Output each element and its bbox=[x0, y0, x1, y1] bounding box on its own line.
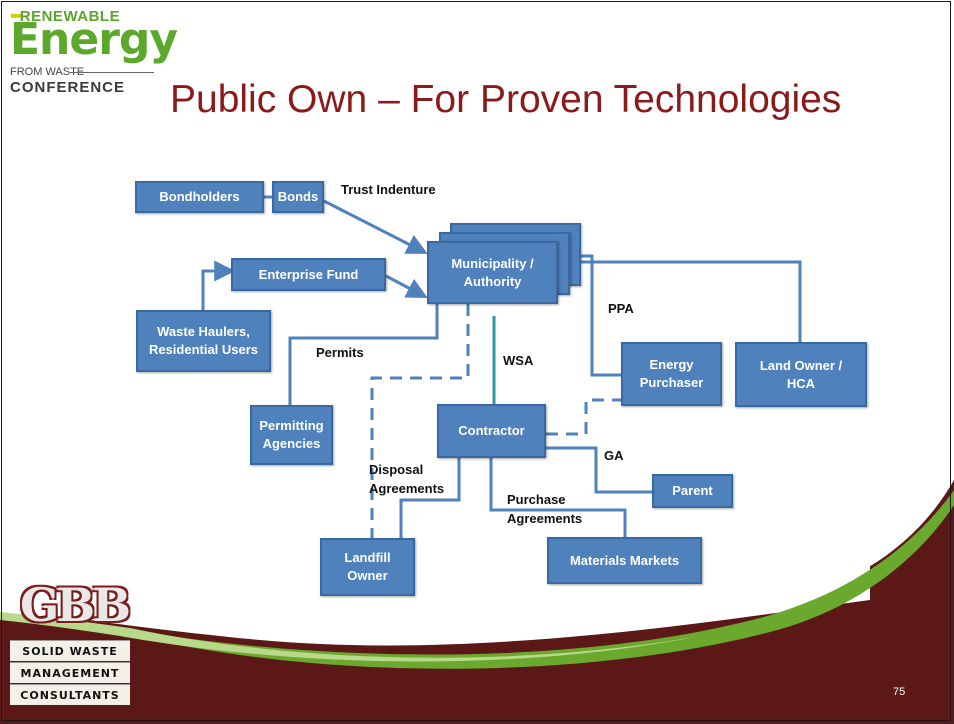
label-ga: GA bbox=[604, 448, 624, 463]
label-purchase-agreements: Purchase Agreements bbox=[507, 492, 583, 526]
edge-waste-enterprise bbox=[201, 260, 236, 312]
node-materials: Materials Markets bbox=[547, 537, 702, 584]
node-municipality: Municipality / Authority bbox=[427, 241, 558, 304]
light-swoosh bbox=[0, 612, 700, 662]
label-disposal-agreements: Disposal Agreements bbox=[369, 462, 445, 496]
label-permits: Permits bbox=[316, 345, 364, 360]
edge-municipality-landowner bbox=[572, 260, 802, 343]
node-permitting: Permitting Agencies bbox=[250, 405, 333, 465]
edge-bonds-municipality bbox=[323, 199, 428, 254]
edge-contractor-landfill bbox=[399, 455, 461, 540]
node-contractor: Contractor bbox=[437, 404, 546, 458]
node-parent: Parent bbox=[652, 474, 733, 508]
conference-logo: •••RENEWABLE Energy FROM WASTE CONFERENC… bbox=[10, 8, 178, 98]
green-swoosh bbox=[120, 490, 954, 669]
node-bondholders: Bondholders bbox=[135, 181, 264, 213]
logo-from-waste: FROM WASTE bbox=[10, 66, 85, 78]
logo-renewable-text: RENEWABLE bbox=[19, 8, 121, 25]
logo-renewable: •••RENEWABLE bbox=[10, 8, 120, 25]
edge-contractor-materials bbox=[489, 455, 627, 540]
gbb-line-solid-waste: SOLID WASTE bbox=[10, 640, 130, 661]
node-landfill: Landfill Owner bbox=[320, 538, 415, 596]
node-energy-purchaser: Energy Purchaser bbox=[621, 342, 722, 406]
logo-dots: ••• bbox=[10, 8, 22, 25]
footer-band bbox=[0, 480, 954, 724]
gbb-mark: GBB bbox=[20, 578, 131, 632]
edge-contractor-parent bbox=[544, 446, 654, 494]
logo-energy: Energy bbox=[10, 14, 178, 65]
label-wsa: WSA bbox=[503, 353, 534, 368]
gbb-line-consultants: CONSULTANTS bbox=[10, 684, 130, 705]
node-enterprise-fund: Enterprise Fund bbox=[231, 258, 386, 291]
gbb-logo: GBB SOLID WASTE MANAGEMENT CONSULTANTS bbox=[10, 578, 131, 708]
node-bonds: Bonds bbox=[272, 181, 324, 213]
logo-conference: CONFERENCE bbox=[10, 79, 126, 96]
gbb-line-management: MANAGEMENT bbox=[10, 662, 130, 683]
edge-enterprise-municipality bbox=[385, 274, 428, 298]
node-land-owner: Land Owner / HCA bbox=[735, 342, 867, 407]
label-trust-indenture: Trust Indenture bbox=[341, 182, 436, 197]
edge-permitting-municipality bbox=[288, 302, 439, 410]
edge-dashed-municipality-landfill bbox=[370, 304, 470, 540]
logo-rule bbox=[70, 72, 154, 73]
slide-title: Public Own – For Proven Technologies bbox=[170, 78, 842, 121]
label-ppa: PPA bbox=[608, 301, 634, 316]
edge-dashed-contractor-energy bbox=[546, 398, 622, 436]
page-number: 75 bbox=[893, 686, 906, 698]
node-waste-haulers: Waste Haulers, Residential Users bbox=[136, 310, 271, 372]
